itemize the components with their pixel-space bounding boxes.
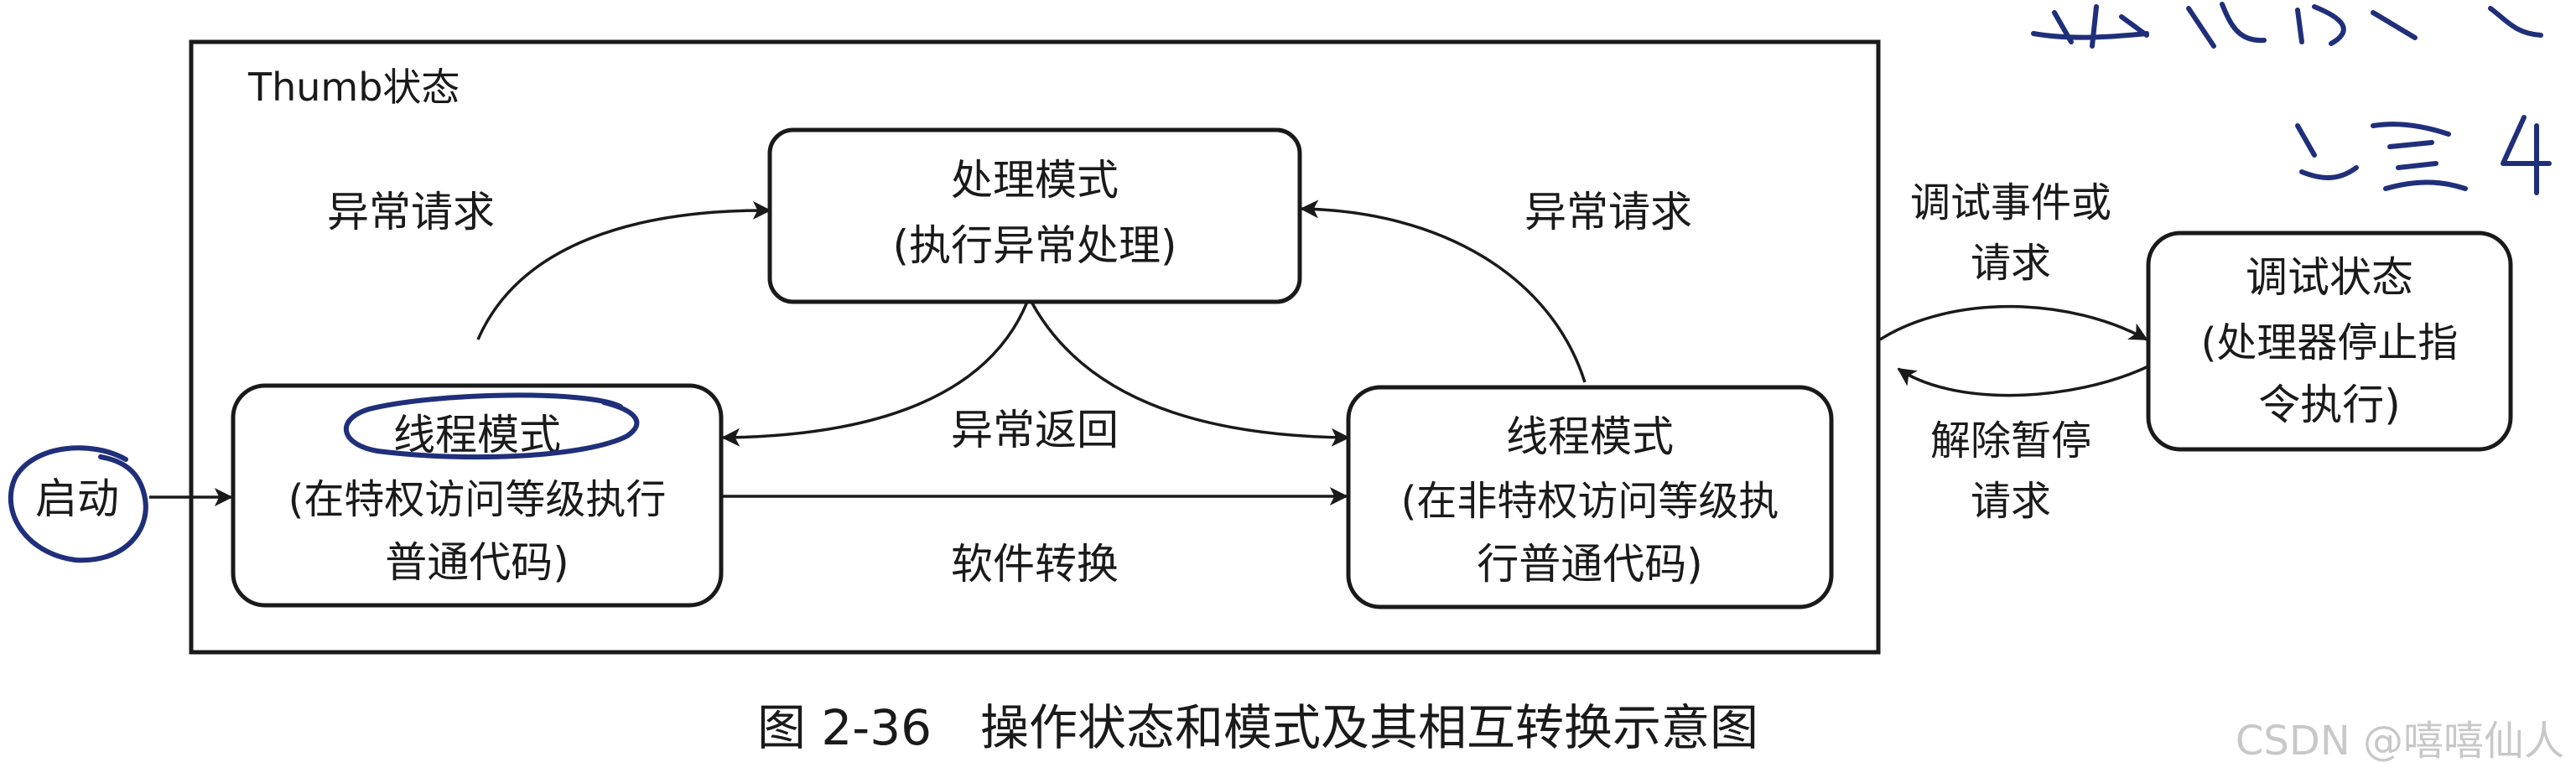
thread-mode-unprivileged-desc2: 行普通代码) — [1477, 540, 1703, 589]
thread-mode-unprivileged-title: 线程模式 — [1506, 412, 1674, 461]
label-release-halt-line2: 请求 — [1971, 478, 2051, 525]
debug-state-desc2: 令执行) — [2258, 381, 2401, 429]
thread-mode-privileged-desc1: (在特权访问等级执行 — [288, 476, 667, 523]
label-exception-request-right: 异常请求 — [1524, 188, 1692, 236]
edge-debug-event — [1879, 304, 2148, 341]
edge-release-halt — [1897, 365, 2149, 397]
thread-mode-unprivileged-box — [1346, 385, 1834, 609]
thread-mode-unprivileged-desc1: (在非特权访问等级执 — [1401, 478, 1779, 525]
handler-mode-desc: (执行异常处理) — [892, 221, 1176, 270]
thread-mode-privileged-title: 线程模式 — [393, 411, 561, 459]
label-exception-return: 异常返回 — [951, 406, 1119, 454]
label-debug-event-line2: 请求 — [1971, 240, 2051, 287]
handwritten-circle-start — [8, 445, 148, 563]
handwritten-scribble-top-right — [2031, 2, 2543, 49]
edge-exception-return-left — [721, 301, 1029, 447]
label-release-halt-line1: 解除暂停 — [1930, 417, 2091, 464]
label-debug-event-line1: 调试事件或 — [1910, 179, 2111, 226]
debug-state-box — [2146, 231, 2513, 452]
start-label: 启动 — [35, 474, 119, 523]
handwritten-circle-thread-mode — [343, 392, 640, 460]
handwritten-scribble-right — [2295, 115, 2552, 195]
debug-state-title: 调试状态 — [2246, 253, 2413, 302]
thread-mode-privileged-desc2: 普通代码) — [385, 538, 569, 587]
thumb-state-label: Thumb状态 — [247, 65, 460, 110]
figure-caption: 图 2-36 操作状态和模式及其相互转换示意图 — [757, 699, 1758, 756]
label-software-switch: 软件转换 — [951, 540, 1119, 589]
debug-state-desc1: (处理器停止指 — [2201, 319, 2459, 366]
edge-exception-return-right — [1030, 301, 1350, 447]
handler-mode-title: 处理模式 — [951, 156, 1119, 205]
csdn-watermark: CSDN @嘻嘻仙人 — [2236, 718, 2564, 765]
thumb-state-frame — [189, 39, 1881, 655]
edge-exception-request-right — [1300, 200, 1587, 383]
label-exception-request-left: 异常请求 — [327, 188, 495, 236]
edge-exception-request-left — [476, 200, 771, 340]
handler-mode-box — [767, 127, 1302, 304]
